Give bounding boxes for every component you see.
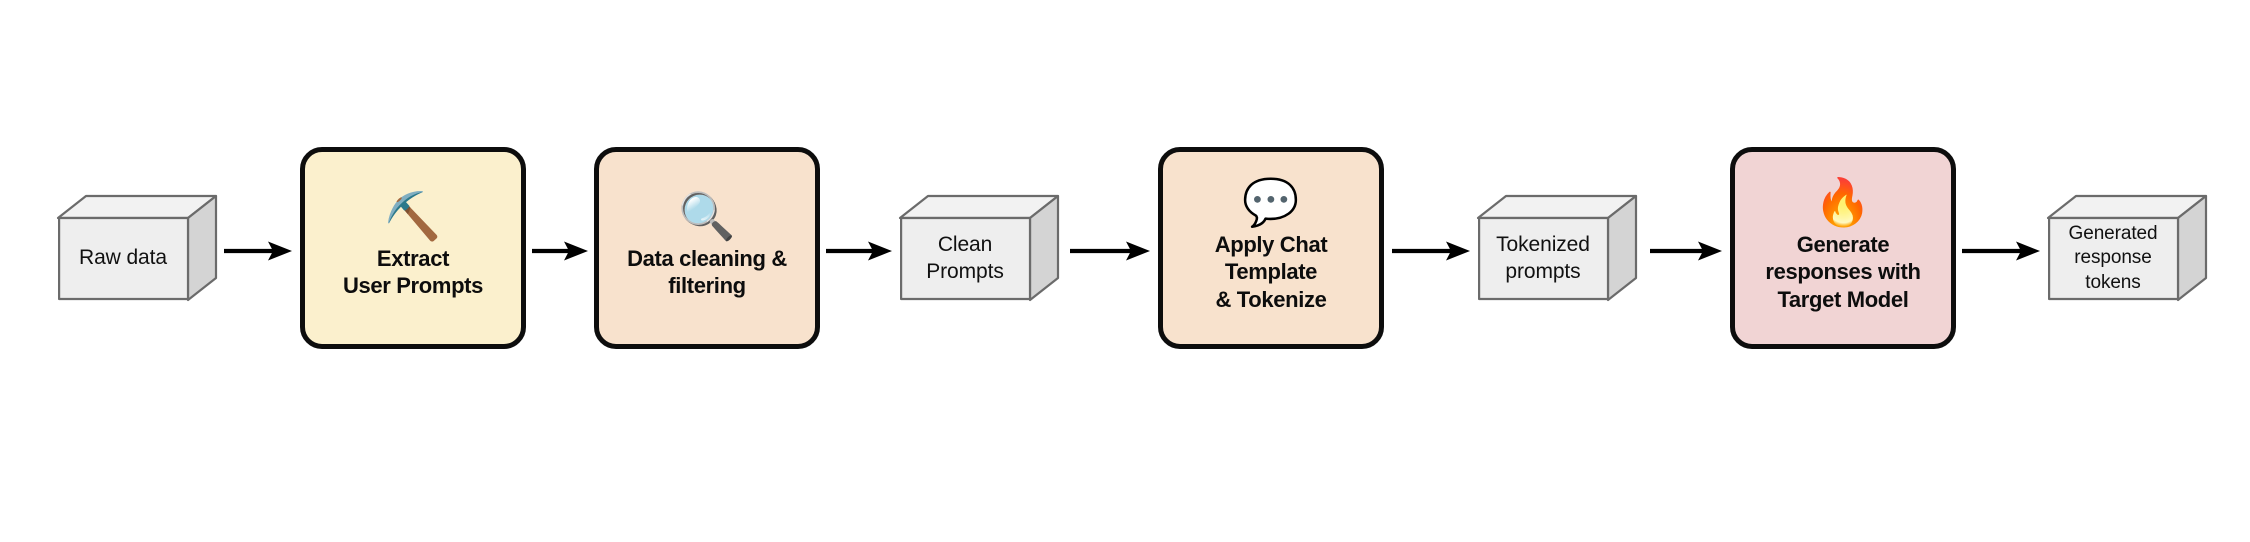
cube-shape-icon (2046, 194, 2208, 302)
arrow-raw-data-to-extract (224, 240, 292, 262)
stage-card-apply-chat-template[interactable]: 💬 Apply Chat Template & Tokenize (1158, 147, 1384, 349)
arrow-generate-to-generated-tokens (1962, 240, 2040, 262)
stage-card-extract-user-prompts[interactable]: ⛏️ Extract User Prompts (300, 147, 526, 349)
cube-shape-icon (1476, 194, 1638, 302)
arrow-cleaning-to-clean-prompts (826, 240, 892, 262)
pick-axe-icon: ⛏️ (384, 189, 442, 242)
cube-shape-icon (56, 194, 218, 302)
arrow-chat-template-to-tokenized (1392, 240, 1470, 262)
data-cube-clean-prompts: Clean Prompts (898, 194, 1060, 302)
magnifying-glass-icon: 🔍 (678, 189, 736, 242)
stage-card-label: Generate responses with Target Model (1765, 232, 1921, 312)
arrow-tokenized-to-generate (1650, 240, 1722, 262)
data-cube-tokenized-prompts: Tokenized prompts (1476, 194, 1638, 302)
stage-card-data-cleaning-filtering[interactable]: 🔍 Data cleaning & filtering (594, 147, 820, 349)
data-cube-generated-response-tokens: Generated response tokens (2046, 194, 2208, 302)
stage-card-generate-responses[interactable]: 🔥 Generate responses with Target Model (1730, 147, 1956, 349)
speech-balloon-icon: 💬 (1242, 176, 1300, 229)
stage-card-label: Apply Chat Template & Tokenize (1214, 232, 1328, 312)
data-cube-raw-data: Raw data (56, 194, 218, 302)
stage-card-label: Extract User Prompts (342, 245, 484, 298)
fire-icon: 🔥 (1814, 176, 1872, 229)
stage-card-label: Data cleaning & filtering (627, 245, 787, 298)
arrow-clean-prompts-to-chat-template (1070, 240, 1150, 262)
arrow-extract-to-cleaning (532, 240, 588, 262)
cube-shape-icon (898, 194, 1060, 302)
